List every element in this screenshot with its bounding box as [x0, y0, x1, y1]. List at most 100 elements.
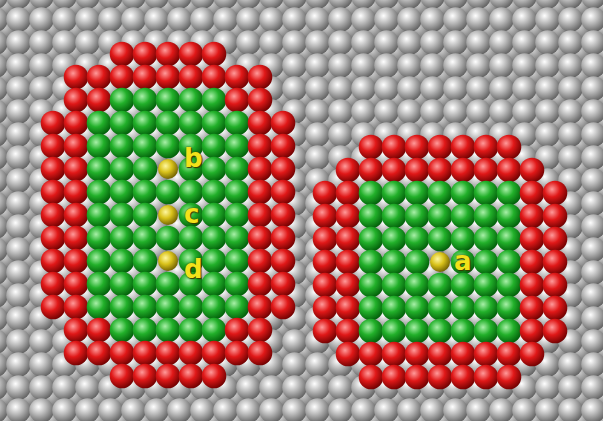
- edge-atom: [451, 365, 476, 390]
- substrate-atom: [248, 180, 273, 205]
- edge-atom: [428, 365, 453, 390]
- substrate-atom: [29, 352, 54, 377]
- edge-atom: [64, 249, 89, 274]
- edge-atom: [87, 318, 112, 343]
- substrate-atom: [133, 180, 158, 205]
- interior-atom: [87, 111, 112, 136]
- substrate-atom: [248, 65, 273, 90]
- edge-atom: [428, 342, 453, 367]
- interior-atom: [110, 295, 135, 320]
- substrate-atom: [190, 7, 215, 32]
- substrate-atom: [41, 295, 66, 320]
- substrate-atom: [133, 249, 158, 274]
- substrate-atom: [248, 111, 273, 136]
- substrate-atom: [374, 53, 399, 78]
- substrate-atom: [75, 375, 100, 400]
- substrate-atom: [581, 237, 603, 262]
- substrate-atom: [225, 88, 250, 113]
- edge-atom: [110, 341, 135, 366]
- interior-atom: [156, 295, 181, 320]
- substrate-atom: [41, 180, 66, 205]
- substrate-atom: [489, 76, 514, 101]
- edge-atom: [248, 88, 273, 113]
- substrate-atom: [305, 99, 330, 124]
- substrate-atom: [179, 111, 204, 136]
- edge-atom: [64, 272, 89, 297]
- interior-atom: [497, 227, 522, 252]
- edge-atom: [248, 295, 273, 320]
- substrate-atom: [443, 53, 468, 78]
- edge-atom: [520, 181, 545, 206]
- edge-atom: [271, 180, 296, 205]
- substrate-atom: [179, 341, 204, 366]
- interior-atom: [110, 249, 135, 274]
- substrate-atom: [489, 7, 514, 32]
- edge-atom: [87, 341, 112, 366]
- substrate-atom: [41, 157, 66, 182]
- substrate-atom: [110, 295, 135, 320]
- substrate-atom: [581, 168, 603, 193]
- substrate-atom: [271, 295, 296, 320]
- substrate-atom: [87, 272, 112, 297]
- substrate-atom: [466, 76, 491, 101]
- substrate-atom: [64, 249, 89, 274]
- substrate-atom: [121, 7, 146, 32]
- substrate-atom: [29, 375, 54, 400]
- substrate-atom: [41, 226, 66, 251]
- interior-atom: [110, 111, 135, 136]
- interior-atom: [156, 134, 181, 159]
- edge-atom: [271, 134, 296, 159]
- site-label: a: [454, 248, 472, 274]
- interior-atom: [225, 134, 250, 159]
- interior-atom: [202, 295, 227, 320]
- interior-atom: [87, 272, 112, 297]
- substrate-atom: [271, 203, 296, 228]
- interior-atom: [202, 134, 227, 159]
- substrate-atom: [374, 99, 399, 124]
- substrate-atom: [52, 375, 77, 400]
- substrate-atom: [351, 398, 376, 421]
- edge-atom: [271, 295, 296, 320]
- interior-atom: [225, 180, 250, 205]
- substrate-atom: [581, 306, 603, 331]
- substrate-atom: [581, 145, 603, 170]
- interior-atom: [225, 226, 250, 251]
- substrate-atom: [64, 226, 89, 251]
- substrate-atom: [351, 99, 376, 124]
- interior-atom: [87, 249, 112, 274]
- interior-atom: [202, 88, 227, 113]
- substrate-atom: [466, 7, 491, 32]
- substrate-atom: [213, 398, 238, 421]
- substrate-atom: [64, 134, 89, 159]
- substrate-atom: [305, 53, 330, 78]
- substrate-atom: [225, 341, 250, 366]
- interior-atom: [87, 180, 112, 205]
- substrate-atom: [535, 7, 560, 32]
- edge-atom: [179, 42, 204, 67]
- substrate-atom: [328, 53, 353, 78]
- substrate-atom: [236, 30, 261, 55]
- edge-atom: [41, 295, 66, 320]
- substrate-atom: [512, 7, 537, 32]
- substrate-atom: [512, 398, 537, 421]
- substrate-atom: [558, 7, 583, 32]
- substrate-atom: [466, 398, 491, 421]
- site-label: c: [184, 201, 199, 227]
- substrate-atom: [271, 134, 296, 159]
- substrate-atom: [581, 122, 603, 147]
- substrate-atom: [397, 30, 422, 55]
- substrate-atom: [282, 76, 307, 101]
- substrate-atom: [110, 42, 135, 67]
- substrate-atom: [202, 88, 227, 113]
- substrate-atom: [202, 180, 227, 205]
- interior-atom: [225, 157, 250, 182]
- substrate-atom: [64, 111, 89, 136]
- islands: [41, 42, 568, 390]
- substrate-atom: [466, 53, 491, 78]
- substrate-atom: [133, 65, 158, 90]
- edge-atom: [497, 135, 522, 160]
- substrate-atom: [156, 226, 181, 251]
- edge-atom: [336, 342, 361, 367]
- interior-atom: [497, 250, 522, 275]
- interior-atom: [202, 272, 227, 297]
